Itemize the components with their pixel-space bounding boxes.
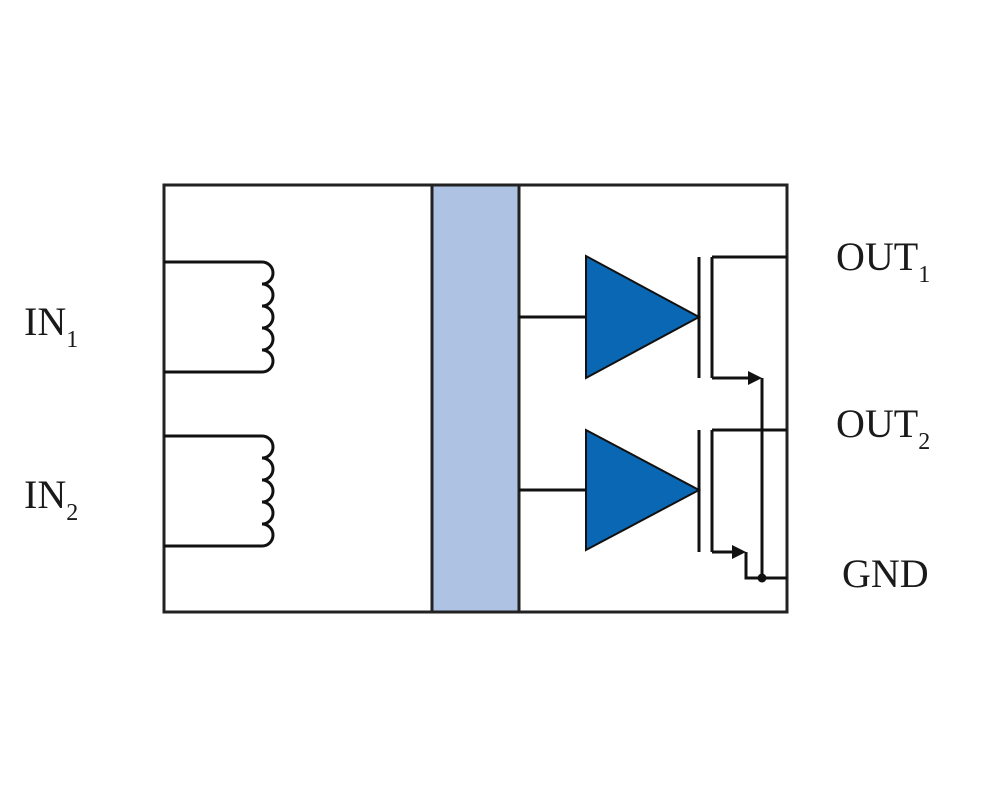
label-out1: OUT1 — [836, 234, 930, 288]
label-out2: OUT2 — [836, 401, 930, 455]
isolation-barrier — [430, 183, 521, 614]
output-transistor-2 — [697, 428, 787, 583]
amplifier-2-triangle — [585, 428, 702, 552]
ground-junction-dot — [757, 573, 767, 583]
amplifier-1-triangle — [585, 254, 702, 380]
input-coil-2 — [164, 434, 275, 548]
input-coil-1 — [164, 260, 275, 374]
label-in2: IN2 — [24, 472, 78, 526]
label-in1: IN1 — [24, 299, 78, 353]
output-transistor-1 — [697, 255, 787, 578]
label-gnd: GND — [842, 551, 929, 596]
